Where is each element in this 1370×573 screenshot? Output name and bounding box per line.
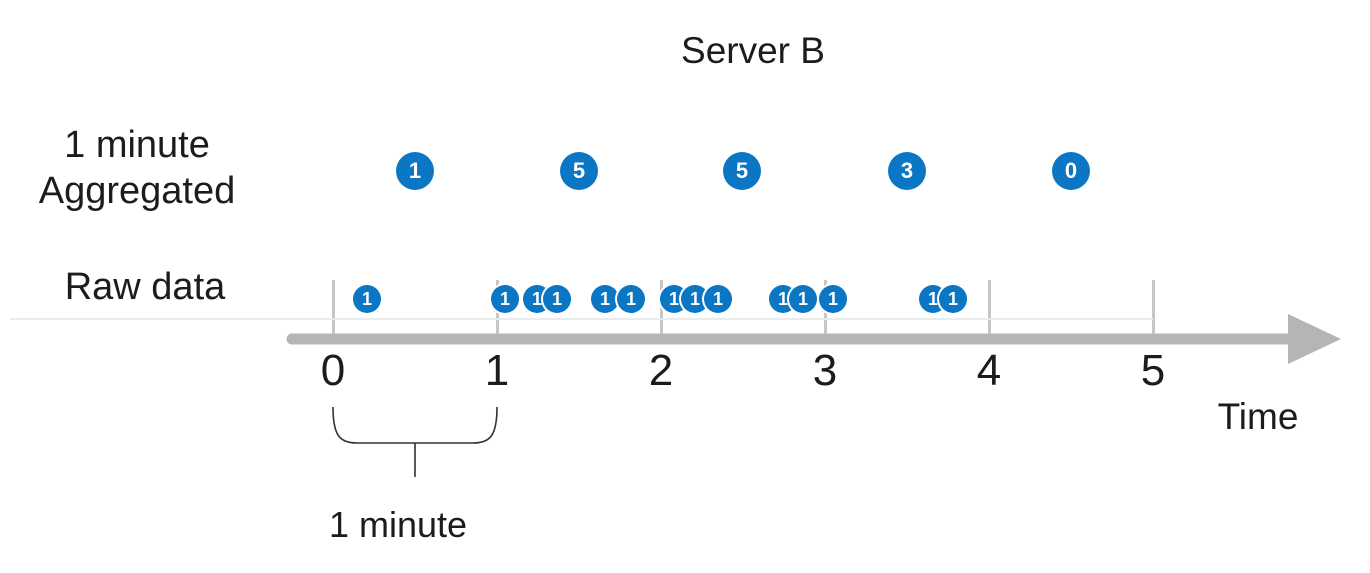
raw-data-point: 1 xyxy=(939,285,967,313)
axis-tick xyxy=(987,280,991,344)
raw-data-point: 1 xyxy=(704,285,732,313)
raw-data-point: 1 xyxy=(591,285,619,313)
bracket-duration-label: 1 minute xyxy=(328,504,468,545)
aggregated-point: 1 xyxy=(396,152,434,190)
axis-tick xyxy=(495,280,499,344)
axis-tick xyxy=(659,280,663,344)
aggregated-point: 5 xyxy=(723,152,761,190)
aggregated-row-label-line1: 1 minute xyxy=(64,124,210,166)
axis-tick-label: 1 xyxy=(484,346,510,395)
aggregated-point: 5 xyxy=(560,152,598,190)
axis-tick xyxy=(1151,280,1155,344)
axis-tick-label: 3 xyxy=(812,346,838,395)
raw-data-point: 1 xyxy=(819,285,847,313)
axis-tick-label: 4 xyxy=(976,346,1002,395)
aggregated-point: 0 xyxy=(1052,152,1090,190)
aggregated-row-label: 1 minute Aggregated xyxy=(39,122,236,214)
aggregated-row-label-line2: Aggregated xyxy=(38,170,236,212)
raw-data-row-label: Raw data xyxy=(64,266,226,308)
time-axis-label: Time xyxy=(1217,396,1299,437)
raw-data-point: 1 xyxy=(543,285,571,313)
axis-tick-label: 0 xyxy=(320,346,346,395)
axis-tick xyxy=(823,280,827,344)
time-axis-arrowhead-icon xyxy=(1288,314,1341,364)
raw-data-point: 1 xyxy=(789,285,817,313)
diagram-title: Server B xyxy=(681,30,825,71)
raw-data-point: 1 xyxy=(491,285,519,313)
raw-data-point: 1 xyxy=(617,285,645,313)
raw-data-point: 1 xyxy=(681,285,709,313)
axis-tick xyxy=(331,280,335,344)
axis-tick-label: 5 xyxy=(1140,346,1166,395)
axis-tick-label: 2 xyxy=(648,346,674,395)
one-minute-bracket xyxy=(332,406,498,477)
aggregated-point: 3 xyxy=(888,152,926,190)
raw-data-point: 1 xyxy=(353,285,381,313)
